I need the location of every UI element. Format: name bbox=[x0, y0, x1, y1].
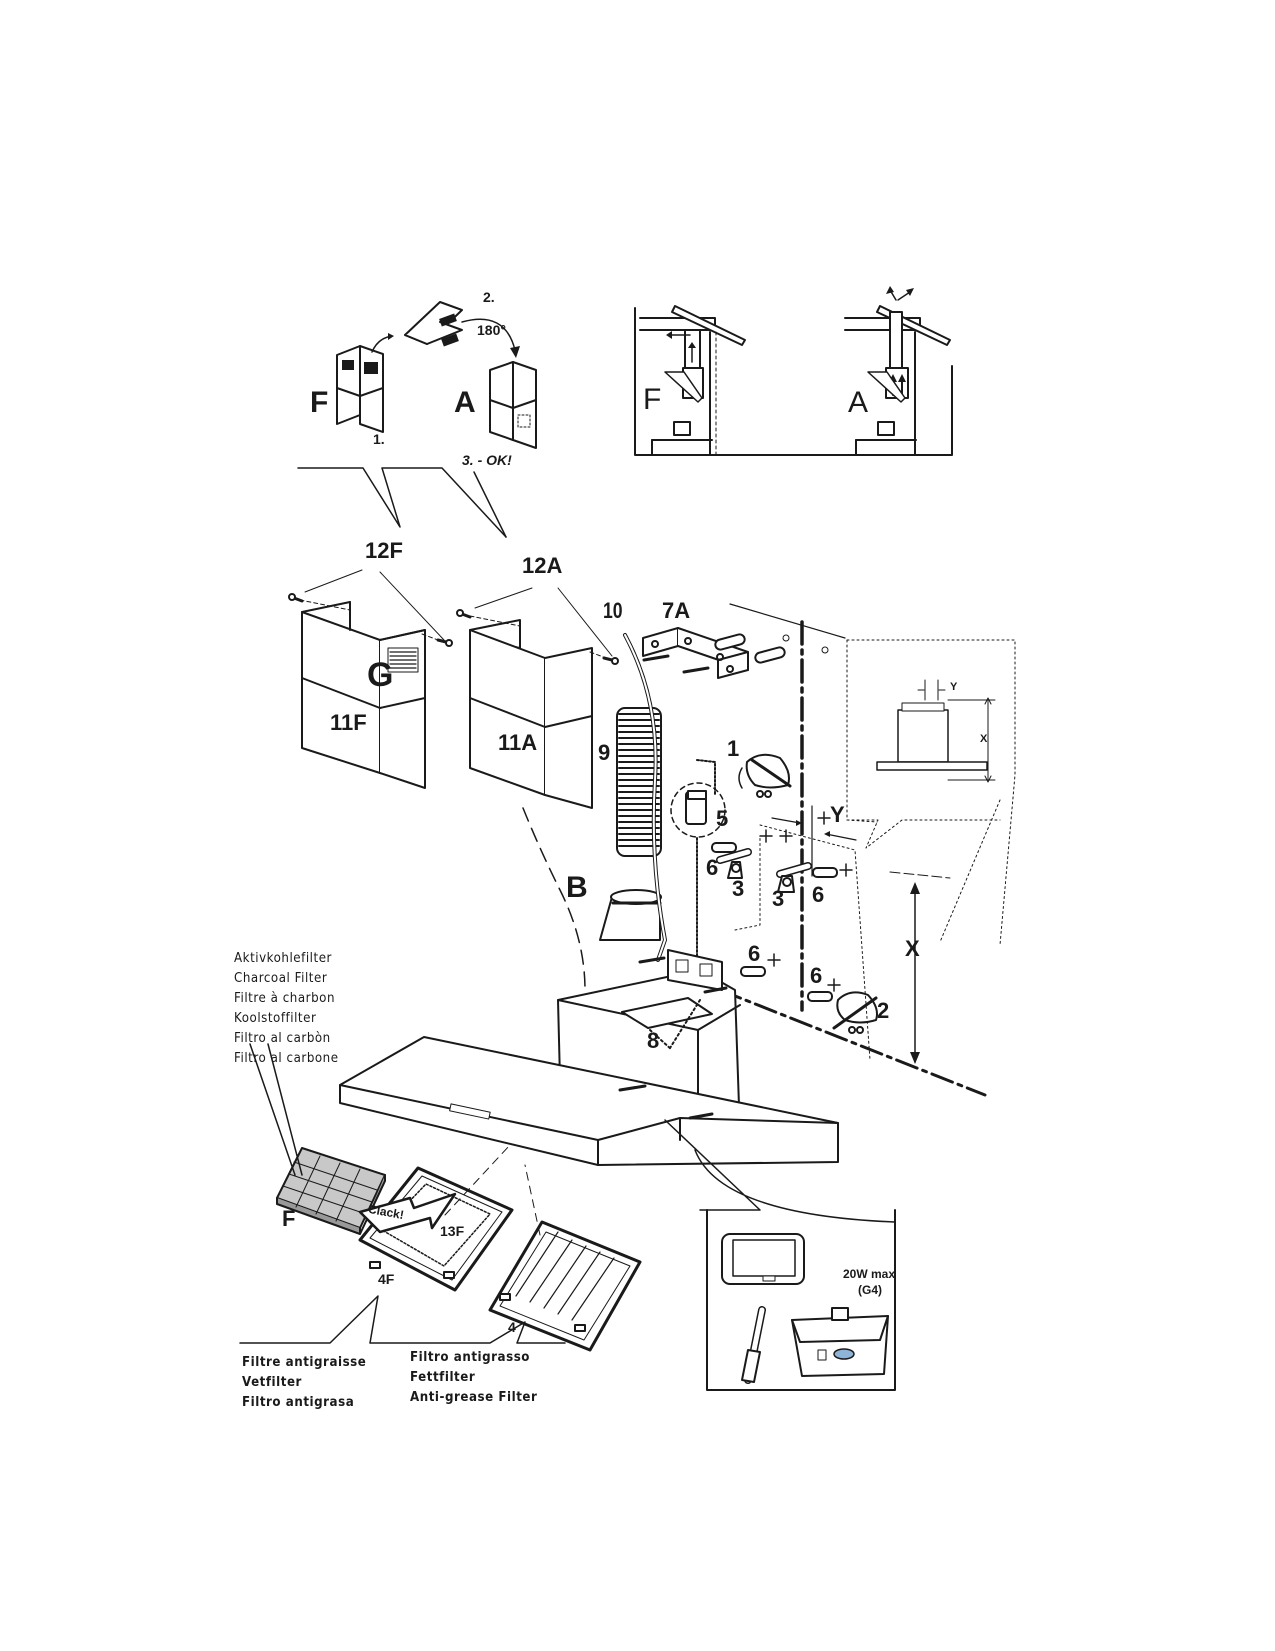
step-3-label: 3. - OK! bbox=[462, 452, 512, 468]
pencil-mark-icon-2 bbox=[832, 991, 878, 1034]
dimension-y bbox=[771, 805, 951, 879]
exhaust-mode-label: A bbox=[848, 386, 869, 419]
clack-arrow-icon bbox=[358, 1192, 457, 1234]
part-8: 8 bbox=[647, 1028, 660, 1053]
grease-filter-name: Filtre antigraisse bbox=[242, 1354, 367, 1370]
part-9: 9 bbox=[598, 740, 611, 765]
grease-filter-leader bbox=[239, 1295, 566, 1344]
chimney-exhaust-version bbox=[456, 587, 619, 809]
hood-centerline bbox=[718, 988, 987, 1097]
filter-mode-label: F bbox=[643, 383, 662, 416]
charcoal-filter-name: Filtro al carbòn bbox=[234, 1030, 331, 1046]
chimney-exhaust-mode-label: A bbox=[454, 386, 476, 419]
dimension-y-label: Y bbox=[830, 802, 845, 827]
dimension-x bbox=[910, 882, 920, 1064]
grease-filter-name: Fettfilter bbox=[410, 1369, 476, 1385]
part-6-b: 6 bbox=[812, 882, 825, 907]
part-12F: 12F bbox=[365, 538, 403, 563]
part-5: 5 bbox=[716, 806, 729, 831]
hood-body bbox=[339, 949, 839, 1166]
chimney-conversion-figure bbox=[336, 301, 537, 449]
pencil-mark-icon bbox=[738, 753, 792, 798]
part-F-charcoal: F bbox=[282, 1206, 296, 1231]
flexible-duct bbox=[599, 707, 662, 941]
part-4F: 4F bbox=[378, 1271, 395, 1287]
charcoal-filter-name: Filtro al carbone bbox=[234, 1050, 339, 1066]
part-6-c: 6 bbox=[748, 941, 761, 966]
part-13F: 13F bbox=[440, 1223, 465, 1239]
hood-swing-path bbox=[522, 807, 586, 991]
charcoal-filter bbox=[249, 1043, 386, 1235]
part-2: 2 bbox=[877, 998, 890, 1023]
mounting-bracket bbox=[642, 603, 846, 679]
step-2-label: 2. bbox=[483, 289, 495, 305]
grease-filter-4 bbox=[488, 1220, 642, 1352]
part-B: B bbox=[566, 871, 588, 904]
grease-filter-name: Filtro antigrasa bbox=[242, 1394, 355, 1410]
part-3-b: 3 bbox=[772, 886, 785, 911]
part-7A: 7A bbox=[662, 598, 691, 623]
detail-y-label: Y bbox=[950, 681, 958, 693]
chimney-filter-mode-label: F bbox=[310, 386, 329, 419]
charcoal-filter-name: Charcoal Filter bbox=[234, 970, 328, 986]
part-11A: 11A bbox=[498, 730, 538, 755]
part-12A: 12A bbox=[522, 553, 563, 578]
leader-lines-conversion bbox=[297, 467, 507, 538]
part-6-a: 6 bbox=[706, 855, 719, 880]
part-6-d: 6 bbox=[810, 963, 823, 988]
dimension-detail-inset bbox=[846, 639, 1016, 946]
lamp-replacement-inset bbox=[664, 1119, 896, 1391]
grease-filter-names-right: Filtro antigrasso Fettfilter Anti-grease… bbox=[410, 1347, 537, 1407]
grease-filter-name: Anti-grease Filter bbox=[410, 1389, 538, 1405]
detail-x-label: X bbox=[980, 733, 988, 745]
dimension-x-label: X bbox=[905, 936, 920, 961]
part-3-a: 3 bbox=[732, 876, 745, 901]
charcoal-filter-name: Koolstoffilter bbox=[234, 1010, 317, 1026]
grease-filter-name: Vetfilter bbox=[242, 1374, 302, 1390]
step-1-label: 1. bbox=[373, 431, 385, 447]
rotation-label: 180° bbox=[477, 322, 506, 338]
charcoal-filter-name: Aktivkohlefilter bbox=[234, 950, 332, 966]
vent-grille-icon bbox=[387, 647, 419, 673]
part-10: 10 bbox=[603, 598, 623, 623]
part-4: 4 bbox=[508, 1319, 516, 1335]
grease-filter-name: Filtro antigrasso bbox=[410, 1349, 530, 1365]
charcoal-filter-names: Aktivkohlefilter Charcoal Filter Filtre … bbox=[234, 948, 339, 1068]
lamp-power-label: 20W max bbox=[843, 1267, 896, 1281]
part-1: 1 bbox=[727, 736, 740, 761]
bracket-detail-callout bbox=[670, 759, 726, 969]
lamp-type-label: (G4) bbox=[858, 1283, 882, 1297]
chimney-filter-version bbox=[288, 569, 453, 789]
wall-hooks bbox=[711, 811, 871, 1061]
part-G: G bbox=[367, 656, 394, 694]
charcoal-filter-name: Filtre à charbon bbox=[234, 990, 336, 1006]
grease-filter-names-left: Filtre antigraisse Vetfilter Filtro anti… bbox=[242, 1352, 366, 1412]
mode-comparison-figure bbox=[634, 286, 953, 456]
part-11F: 11F bbox=[330, 710, 367, 735]
